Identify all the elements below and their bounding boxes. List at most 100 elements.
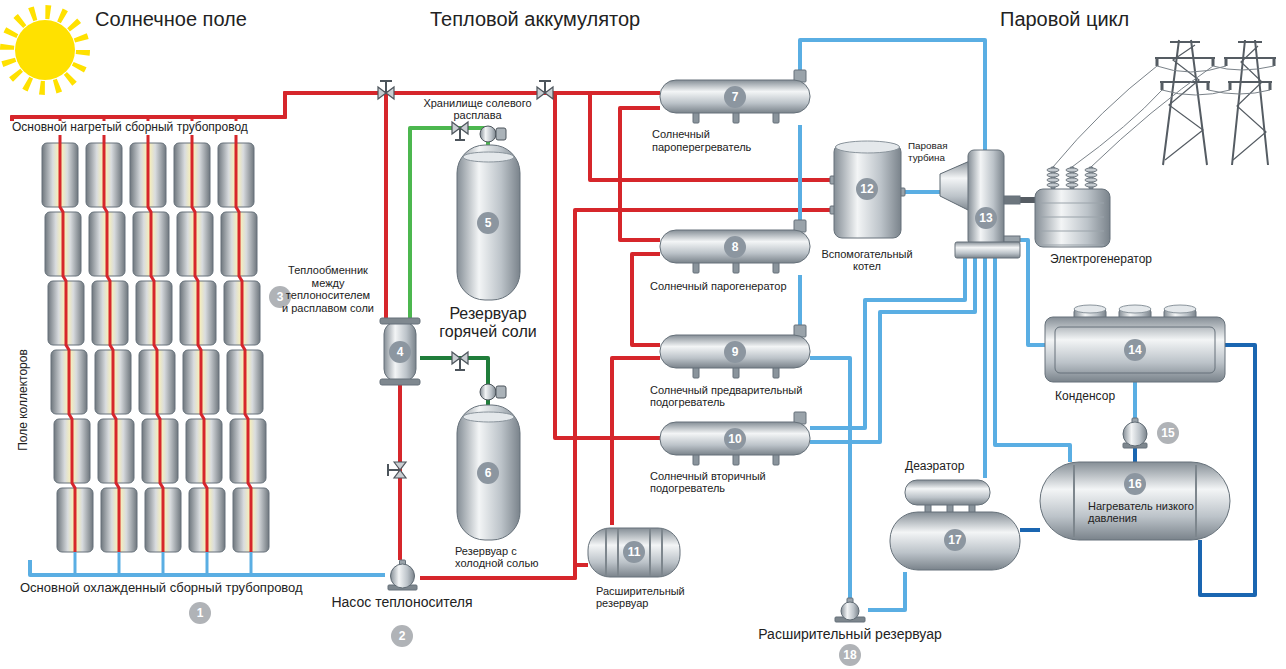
lp-heater: 16Нагреватель низкого давления [1040,462,1230,540]
drum-body [660,422,810,455]
valve-handle [380,81,392,93]
section-title: Паровой цикл [1000,8,1129,31]
pipe [810,258,975,442]
drum-leg [693,262,699,273]
pipe [798,125,802,220]
tower-insulators [1226,58,1274,90]
equipment-label: Вспомогательный котел [812,248,922,272]
insulator-disc [1085,173,1097,177]
valves [378,81,553,478]
pipe [620,108,660,240]
callout-number: 5 [477,212,499,234]
return-stub [74,560,77,575]
exchanger-body [384,322,416,381]
vessel-hoop [649,529,651,576]
absorber-tube [60,135,75,552]
turbine-body [968,150,1004,246]
drum-leg [733,112,739,123]
tank-top [463,412,514,422]
htf-pump: Насос теплоносителя2 [385,560,420,590]
insulator-disc [1047,168,1059,172]
generator-fin [1041,231,1104,232]
generator-shape [1035,165,1110,248]
salt-pump [480,126,496,142]
reheater: 10Солнечный вторичный подогреватель [660,412,810,467]
drum-leg [693,112,699,123]
absorber-tube-outlet [74,552,77,560]
storage-drum [890,512,1020,570]
condenser-dome-top [1119,305,1151,313]
absorber-tube-outlet [250,552,253,560]
callout-number: 17 [944,529,966,551]
exchanger-flange [380,318,420,324]
callout-number: 18 [839,644,861,666]
steam-turbine-shape [940,150,1020,258]
callout-number: 9 [724,341,746,363]
callout-number: 14 [1124,339,1146,361]
insulator-disc [1047,183,1059,187]
boiler-body [834,144,901,238]
heater-hoop [1073,465,1075,537]
generator-fin [1041,245,1104,246]
equipment-label: Резервуар горячей соли [426,305,551,341]
callout-number: 10 [724,428,746,450]
pipe [30,560,385,575]
pipe-label: Основной нагретый сборный трубопровод [10,121,250,135]
insulator-disc [1066,183,1078,187]
tower-bracing [1165,45,1203,160]
pipe-label: Основной охлажденный сборный трубопровод [18,581,305,596]
pipe [612,358,660,525]
pipe [632,254,660,345]
power-lines [1053,66,1274,167]
callout-number: 16 [1124,473,1146,495]
insulator-disc [1085,178,1097,182]
pipe [1133,382,1137,418]
condenser-body [1045,317,1225,382]
tank-top [463,152,514,162]
callout-number: 1 [189,602,211,624]
section-title: Тепловой аккумулятор [430,8,640,31]
tower-arms [1155,42,1215,82]
collector-field: Поле коллекторов3 [8,135,295,560]
pump-motor [496,128,506,140]
equipment-label: Солнечный вторичный подогреватель [650,470,800,494]
tower-bracing [1233,46,1266,160]
equipment-label: Конденсор [1055,390,1115,404]
equipment-label: Паровая турбина [908,140,970,164]
drum-leg [733,262,739,273]
equipment-label: Расширительный резервуар [596,585,696,609]
insulator-disc [1085,183,1097,187]
pump-body [841,602,859,620]
generator-fin [1041,203,1104,204]
callout-number: 8 [724,236,746,258]
condensate-pump-shape [1120,418,1150,448]
heat-exchanger: Теплообменник между теплоносителем и рас… [380,318,420,385]
return-stub [118,560,121,575]
condenser-dome-top [1074,305,1106,313]
callout-number: 15 [1157,422,1179,444]
pipe [868,572,905,610]
collector-returns [75,560,251,575]
sun [7,12,83,88]
drum-leg [773,112,779,123]
absorber-tube-outlet [162,552,165,560]
vessel-body [588,528,680,577]
valve-handle [455,128,465,140]
boiler-top [836,141,900,153]
callout-number: 2 [391,625,413,647]
equipment-label: Теплообменник между теплоносителем и рас… [282,264,374,314]
absorber-tube [192,135,207,552]
return-stub [206,560,209,575]
pipe [810,358,850,598]
vessel-hoop [617,529,619,576]
steam-generator: 8Солнечный парогенератор [660,220,810,275]
condenser-dome-top [1164,305,1196,313]
heater-body [1040,462,1230,540]
insulator-disc [1066,173,1078,177]
pipe [798,275,802,325]
absorber-tube [104,135,119,552]
wire [1053,66,1213,167]
pipe [905,190,940,194]
drum-body [660,80,810,113]
tower-arms [1224,42,1276,82]
